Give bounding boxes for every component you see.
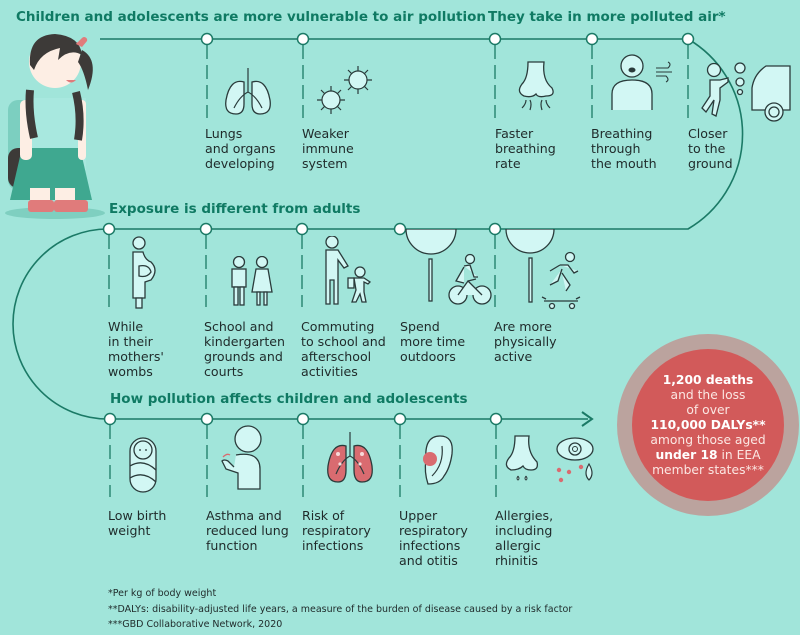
footnote-source: ***GBD Collaborative Network, 2020 [108, 619, 283, 630]
label-commuting: Commuting to school and afterschool acti… [301, 319, 386, 379]
label-immune: Weaker immune system [302, 126, 354, 171]
footnote-per-kg: *Per kg of body weight [108, 588, 217, 599]
ear-infection-icon [423, 435, 453, 485]
heading-effects: How pollution affects children and adole… [110, 391, 468, 407]
stat-line3: of over [686, 402, 730, 417]
stat-age: under 18 [655, 447, 718, 462]
nose-icon [518, 61, 554, 111]
allergy-nose-eye-icon [505, 435, 594, 483]
heading-exposure: Exposure is different from adults [109, 201, 361, 217]
adult-with-child-icon [325, 236, 372, 305]
heading-vulnerable: Children and adolescents are more vulner… [16, 9, 486, 25]
stat-line5: among those aged [650, 432, 766, 447]
stat-circle: 1,200 deaths and the loss of over 110,00… [617, 334, 799, 516]
infected-lungs-icon [327, 432, 373, 483]
label-otitis: Upper respiratory infections and otitis [399, 508, 468, 568]
stat-line2: and the loss [670, 387, 746, 402]
label-ground: Closer to the ground [688, 126, 733, 171]
child-near-car-icon [701, 62, 791, 122]
swaddled-baby-icon [129, 437, 157, 493]
girl-illustration [5, 34, 105, 219]
pregnant-woman-icon [132, 236, 156, 309]
stat-line7: member states*** [652, 462, 764, 477]
mouth-breathing-icon [611, 54, 672, 110]
virus-icon [317, 66, 372, 114]
stat-deaths: 1,200 deaths [662, 372, 754, 387]
label-birth-weight: Low birth weight [108, 508, 167, 538]
label-allergies: Allergies, including allergic rhinitis [495, 508, 554, 568]
cyclist-tree-icon [405, 229, 492, 305]
label-school: School and kindergarten grounds and cour… [204, 319, 286, 379]
lungs-icon [225, 68, 271, 115]
label-respiratory: Risk of respiratory infections [302, 508, 371, 553]
coughing-person-icon [221, 425, 262, 490]
footnotes: *Per kg of body weight **DALYs: disabili… [108, 586, 572, 633]
label-asthma: Asthma and reduced lung function [206, 508, 289, 553]
footnote-dalys: **DALYs: disability-adjusted life years,… [108, 603, 573, 615]
skateboarder-tree-icon [505, 229, 581, 310]
stat-text: 1,200 deaths and the loss of over 110,00… [632, 349, 784, 501]
label-mouth: Breathing through the mouth [591, 126, 657, 171]
label-wombs: While in their mothers' wombs [108, 319, 164, 379]
label-outdoors: Spend more time outdoors [400, 319, 466, 364]
stat-age-rest: in EEA [717, 447, 761, 462]
heading-polluted-air: They take in more polluted air* [488, 9, 726, 25]
arrow-icon [581, 411, 594, 427]
stat-line6: under 18 in EEA [655, 448, 760, 463]
school-children-icon [231, 256, 273, 306]
label-breathing-rate: Faster breathing rate [495, 126, 556, 171]
stat-dalys: 110,000 DALYs** [650, 417, 766, 432]
label-lungs: Lungs and organs developing [205, 126, 276, 171]
label-active: Are more physically active [494, 319, 557, 364]
